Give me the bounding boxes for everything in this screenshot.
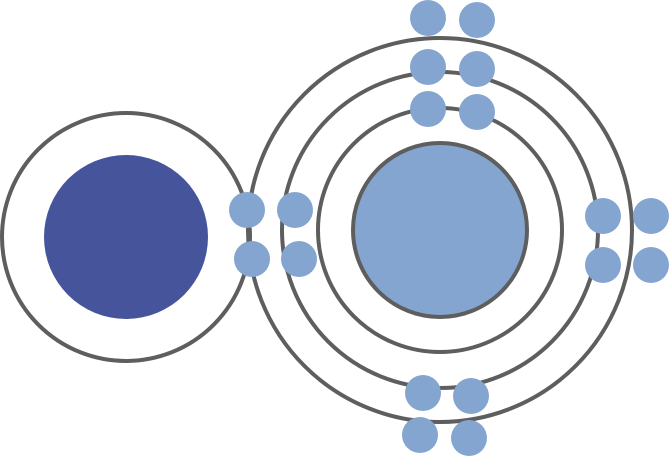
electron [453, 378, 489, 414]
electron [585, 198, 621, 234]
left-atom-nucleus [44, 155, 208, 319]
electron [402, 417, 438, 453]
electron [405, 375, 441, 411]
right-atom-nucleus [351, 141, 529, 319]
electron [459, 94, 495, 130]
shared-electron [234, 241, 270, 277]
electron [410, 49, 446, 85]
electron [585, 247, 621, 283]
electron [633, 198, 669, 234]
shared-electron [277, 192, 313, 228]
left-atom [0, 111, 252, 363]
shared-electron [229, 192, 265, 228]
shared-electron [281, 241, 317, 277]
electron [451, 420, 487, 456]
electron [410, 0, 446, 36]
electrons [229, 0, 669, 456]
right-atom-outer-shell [246, 36, 634, 424]
electron [410, 91, 446, 127]
electron [459, 51, 495, 87]
electron [633, 247, 669, 283]
electron [459, 2, 495, 38]
